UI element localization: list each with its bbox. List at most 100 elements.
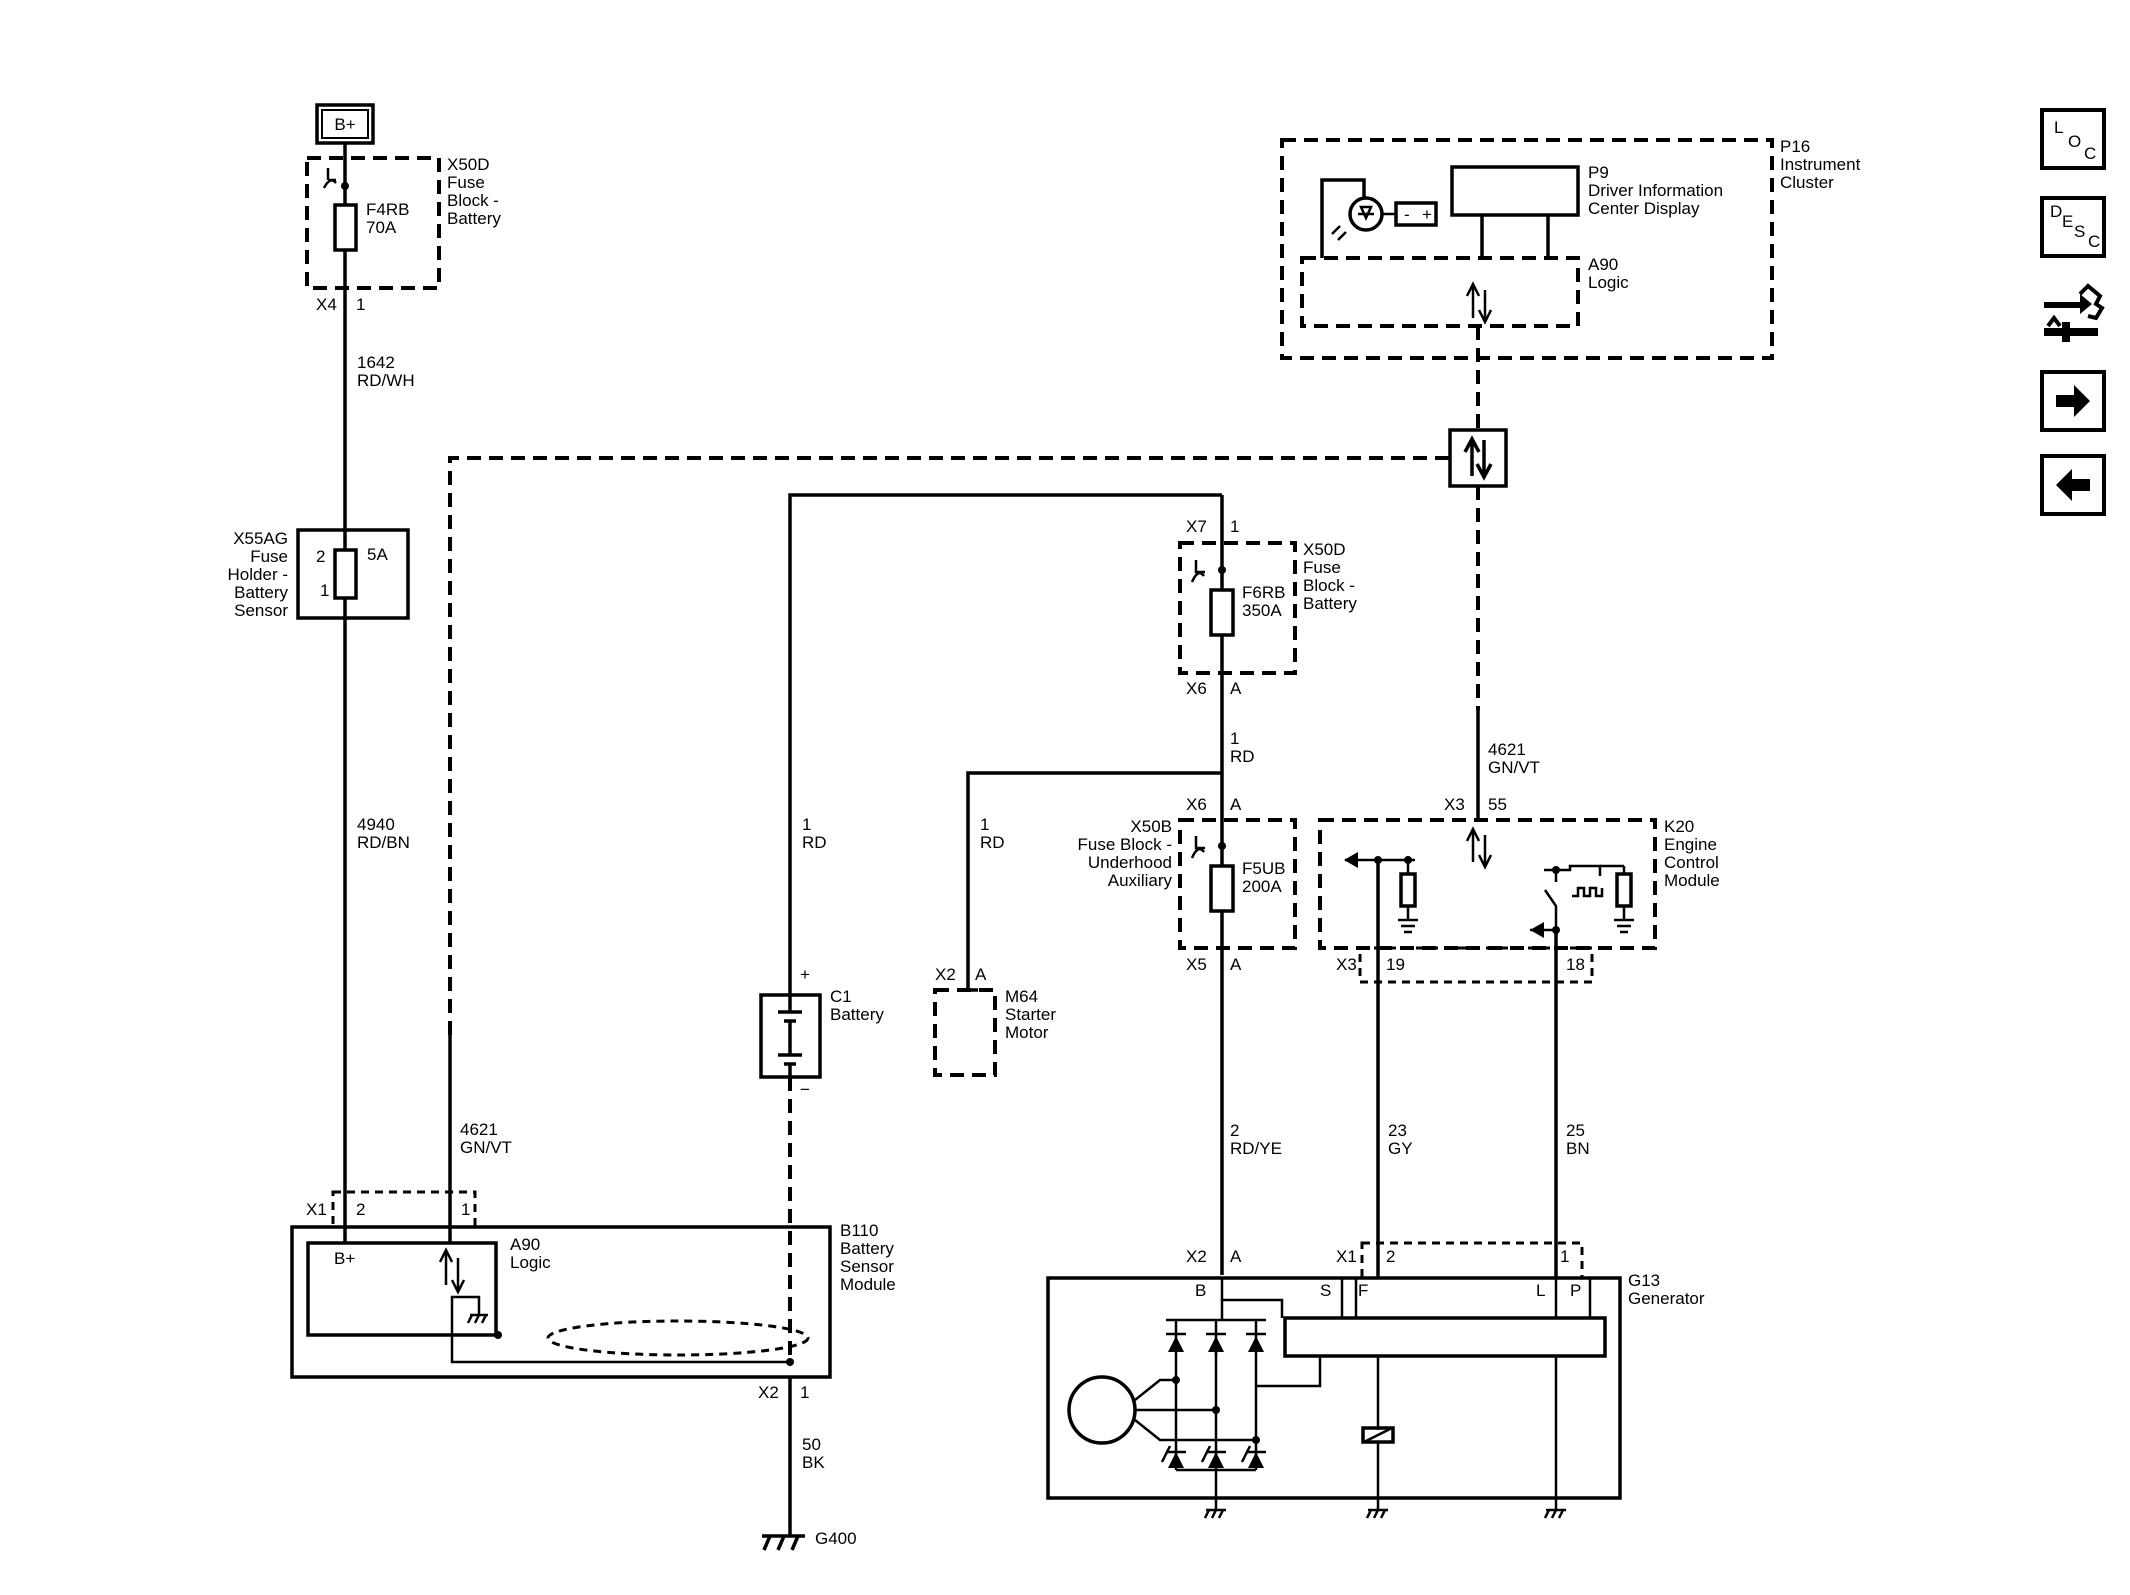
wire-50-number: 50 [802, 1435, 821, 1454]
svg-text:L: L [1536, 1281, 1545, 1300]
svg-text:Driver Information: Driver Information [1588, 181, 1723, 200]
desc-letter-c: C [2088, 232, 2101, 251]
svg-text:Generator: Generator [1628, 1289, 1705, 1308]
svg-text:Logic: Logic [1588, 273, 1629, 292]
svg-text:P16: P16 [1780, 137, 1810, 156]
svg-text:Instrument: Instrument [1780, 155, 1861, 174]
svg-text:Module: Module [840, 1275, 896, 1294]
wire-25-number: 25 [1566, 1121, 1585, 1140]
svg-text:Engine: Engine [1664, 835, 1717, 854]
svg-text:70A: 70A [366, 218, 397, 237]
svg-text:+: + [1422, 205, 1432, 224]
connector-swap-button[interactable] [2040, 278, 2106, 348]
connector-swap-icon [2044, 283, 2105, 342]
svg-text:F: F [1358, 1281, 1368, 1300]
fuse-holder-x55ag: X55AG Fuse Holder - Battery Sensor 2 1 5… [228, 528, 410, 620]
wire-1-rd-battery-number: 1 [802, 815, 811, 834]
loc-letter-o: O [2068, 132, 2082, 151]
svg-text:X7: X7 [1186, 517, 1207, 536]
wire-2-number: 2 [1230, 1121, 1239, 1140]
svg-text:X50D: X50D [1303, 540, 1346, 559]
svg-text:G13: G13 [1628, 1271, 1660, 1290]
svg-text:Motor: Motor [1005, 1023, 1049, 1042]
svg-text:X6: X6 [1186, 679, 1207, 698]
bplus-terminal: B+ [315, 103, 375, 145]
svg-text:X5: X5 [1186, 955, 1207, 974]
serial-data-junction [1448, 428, 1508, 488]
svg-text:Logic: Logic [510, 1253, 551, 1272]
engine-control-module-k20: X3 55 K20 Engine Control Module X3 19 [1318, 795, 1720, 984]
svg-text:M64: M64 [1005, 987, 1038, 1006]
svg-text:Battery: Battery [447, 209, 501, 228]
svg-text:−: − [800, 1080, 810, 1099]
wire-4940-number: 4940 [357, 815, 395, 834]
wire-25-color: BN [1566, 1139, 1590, 1158]
svg-text:1: 1 [461, 1200, 470, 1219]
svg-text:Battery: Battery [840, 1239, 894, 1258]
svg-text:X1: X1 [306, 1200, 327, 1219]
svg-text:Fuse: Fuse [447, 173, 485, 192]
generator-g13: X2 A X1 2 1 G13 Generator B S F L P [1046, 1241, 1705, 1519]
svg-text:Fuse: Fuse [1303, 558, 1341, 577]
battery-c1: + − C1 Battery [759, 965, 884, 1099]
svg-text:-: - [1404, 205, 1410, 224]
wire-1642-color: RD/WH [357, 371, 415, 390]
back-button[interactable] [2040, 454, 2106, 516]
fuse-block-x50d-mid: X7 1 F6RB 350A X50D Fuse Block - Battery… [1178, 517, 1357, 698]
svg-text:5A: 5A [367, 545, 388, 564]
svg-text:B110: B110 [840, 1221, 878, 1240]
svg-text:Cluster: Cluster [1780, 173, 1834, 192]
wire-4621-left-number: 4621 [460, 1120, 498, 1139]
svg-text:A: A [1230, 955, 1242, 974]
desc-letter-s: S [2074, 222, 2086, 241]
svg-text:Underhood: Underhood [1088, 853, 1172, 872]
svg-text:A: A [1230, 795, 1242, 814]
svg-text:Battery: Battery [830, 1005, 884, 1024]
svg-text:X2: X2 [935, 965, 956, 984]
fuse-block-x50b: X6 A F5UB 200A X50B Fuse Block - Underho… [1078, 795, 1297, 974]
svg-text:Sensor: Sensor [840, 1257, 894, 1276]
svg-text:Sensor: Sensor [234, 601, 288, 620]
ground-g400: G400 [762, 1529, 857, 1551]
svg-text:X4: X4 [316, 295, 337, 314]
desc-letter-d: D [2050, 202, 2063, 221]
instrument-cluster-p16: - + P16 Instrument Cluster P9 Driver Inf… [1280, 137, 1861, 360]
svg-text:Control: Control [1664, 853, 1719, 872]
svg-text:Holder -: Holder - [228, 565, 288, 584]
loc-letter-l: L [2054, 118, 2064, 137]
battery-sensor-module-b110: X1 2 1 B+ A90 Logic B110 Battery Sensor … [290, 1190, 896, 1402]
wire-4621-left-color: GN/VT [460, 1138, 512, 1157]
svg-text:F5UB: F5UB [1242, 859, 1285, 878]
svg-text:Module: Module [1664, 871, 1720, 890]
svg-text:Fuse: Fuse [250, 547, 288, 566]
svg-text:2: 2 [356, 1200, 365, 1219]
svg-text:+: + [800, 965, 810, 984]
wire-50-color: BK [802, 1453, 825, 1472]
wire-1642-number: 1642 [357, 353, 395, 372]
wire-4940-color: RD/BN [357, 833, 410, 852]
svg-text:1: 1 [1230, 517, 1239, 536]
svg-text:A: A [1230, 1247, 1242, 1266]
wire-4621-right-color: GN/VT [1488, 758, 1540, 777]
svg-text:X50B: X50B [1130, 817, 1172, 836]
svg-text:F4RB: F4RB [366, 200, 409, 219]
svg-text:G400: G400 [815, 1529, 857, 1548]
svg-text:200A: 200A [1242, 877, 1282, 896]
svg-text:X6: X6 [1186, 795, 1207, 814]
description-button[interactable]: D E S C [2040, 196, 2106, 258]
svg-text:A: A [1230, 679, 1242, 698]
fuse-block-x50d-top: X50D Fuse Block - Battery F4RB 70A X4 1 [305, 155, 501, 314]
svg-text:B+: B+ [334, 115, 355, 134]
svg-text:Battery: Battery [234, 583, 288, 602]
location-button[interactable]: L O C [2040, 108, 2106, 170]
svg-text:1: 1 [356, 295, 365, 314]
wire-2-color: RD/YE [1230, 1139, 1282, 1158]
wire-1-rd-mid-number: 1 [1230, 729, 1239, 748]
svg-text:C1: C1 [830, 987, 852, 1006]
svg-text:Center Display: Center Display [1588, 199, 1700, 218]
svg-text:Starter: Starter [1005, 1005, 1056, 1024]
desc-letter-e: E [2062, 212, 2074, 231]
arrow-right-icon [2056, 385, 2090, 417]
forward-button[interactable] [2040, 370, 2106, 432]
